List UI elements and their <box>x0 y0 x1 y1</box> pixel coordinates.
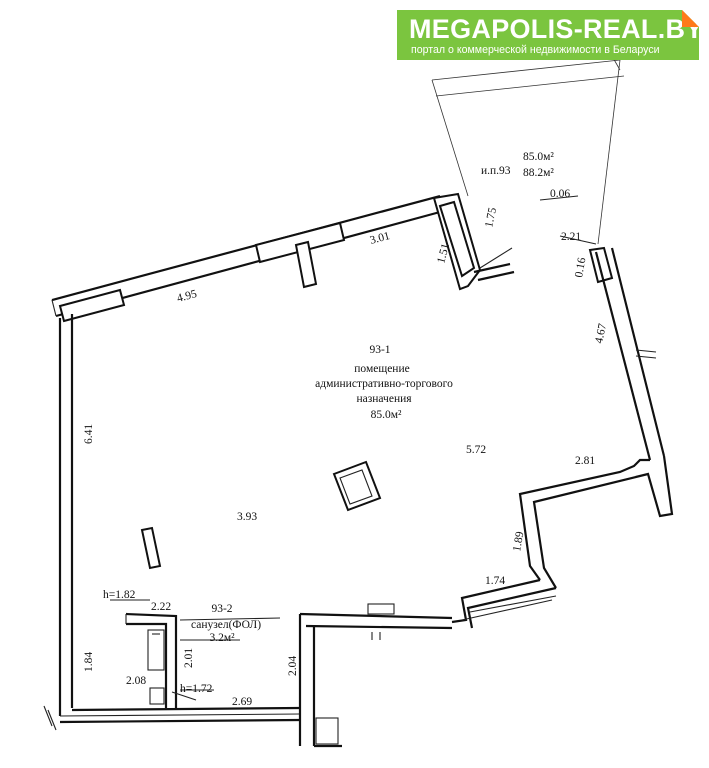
top-wall <box>51 192 597 323</box>
dim-3-01: 3.01 <box>369 230 392 247</box>
wc-room-label: 93-2 санузел(ФОЛ) 3.2м² <box>191 603 261 644</box>
dim-1-74: 1.74 <box>485 575 505 587</box>
main-room-line1: помещение <box>354 363 409 375</box>
right-wall <box>518 246 674 589</box>
dim-2-69: 2.69 <box>232 696 252 708</box>
height-label-2: h=1.72 <box>180 683 213 695</box>
dim-2-08: 2.08 <box>126 675 146 687</box>
unit-label: и.п.93 85.0м² 88.2м² <box>481 151 554 179</box>
dim-1-89: 1.89 <box>511 530 526 552</box>
main-room-label: 93-1 помещение административно-торгового… <box>315 344 453 421</box>
outer-area-lines <box>431 55 625 245</box>
unit-area-1: 85.0м² <box>523 151 554 163</box>
dim-0-06: 0.06 <box>550 188 570 200</box>
dim-4-67: 4.67 <box>593 322 609 344</box>
center-column <box>140 460 382 570</box>
height-label-1: h=1.82 <box>103 589 136 601</box>
lower-right-step <box>299 578 557 640</box>
wc-room-name: санузел(ФОЛ) <box>191 619 261 631</box>
dim-3-93: 3.93 <box>237 511 257 523</box>
brand-subtitle: портал о коммерческой недвижимости в Бел… <box>411 44 660 56</box>
bottom-wall <box>43 614 342 748</box>
dim-6-41: 6.41 <box>83 424 95 444</box>
wc-walls <box>110 599 281 708</box>
unit-area-2: 88.2м² <box>523 167 554 179</box>
dim-2-81: 2.81 <box>575 455 595 467</box>
main-room-line2: административно-торгового <box>315 378 453 390</box>
main-room-area: 85.0м² <box>371 409 402 421</box>
main-room-number: 93-1 <box>369 344 390 356</box>
main-room-line3: назначения <box>356 393 412 405</box>
dim-2-22: 2.22 <box>151 601 171 613</box>
dim-2-04: 2.04 <box>287 656 299 676</box>
dim-1-84: 1.84 <box>83 652 95 672</box>
dim-4-95: 4.95 <box>176 288 199 305</box>
wc-room-area: 3.2м² <box>209 632 235 644</box>
dim-1-51: 1.51 <box>435 242 452 265</box>
dim-2-01: 2.01 <box>183 648 195 668</box>
dim-0-16: 0.16 <box>573 256 588 278</box>
dim-2-21: 2.21 <box>561 231 581 243</box>
brand-logo[interactable]: MEGAPOLIS-REAL.BY портал о коммерческой … <box>397 10 704 60</box>
logo-corner-fold <box>682 10 699 27</box>
unit-number: и.п.93 <box>481 165 511 177</box>
left-wall <box>58 314 301 717</box>
wc-room-number: 93-2 <box>211 603 232 615</box>
brand-title: MEGAPOLIS-REAL.BY <box>409 14 704 44</box>
dim-5-72: 5.72 <box>466 444 486 456</box>
dimension-labels: 4.95 3.01 1.51 1.75 0.06 2.21 0.16 4.67 … <box>83 188 609 708</box>
dim-1-75: 1.75 <box>483 206 499 228</box>
